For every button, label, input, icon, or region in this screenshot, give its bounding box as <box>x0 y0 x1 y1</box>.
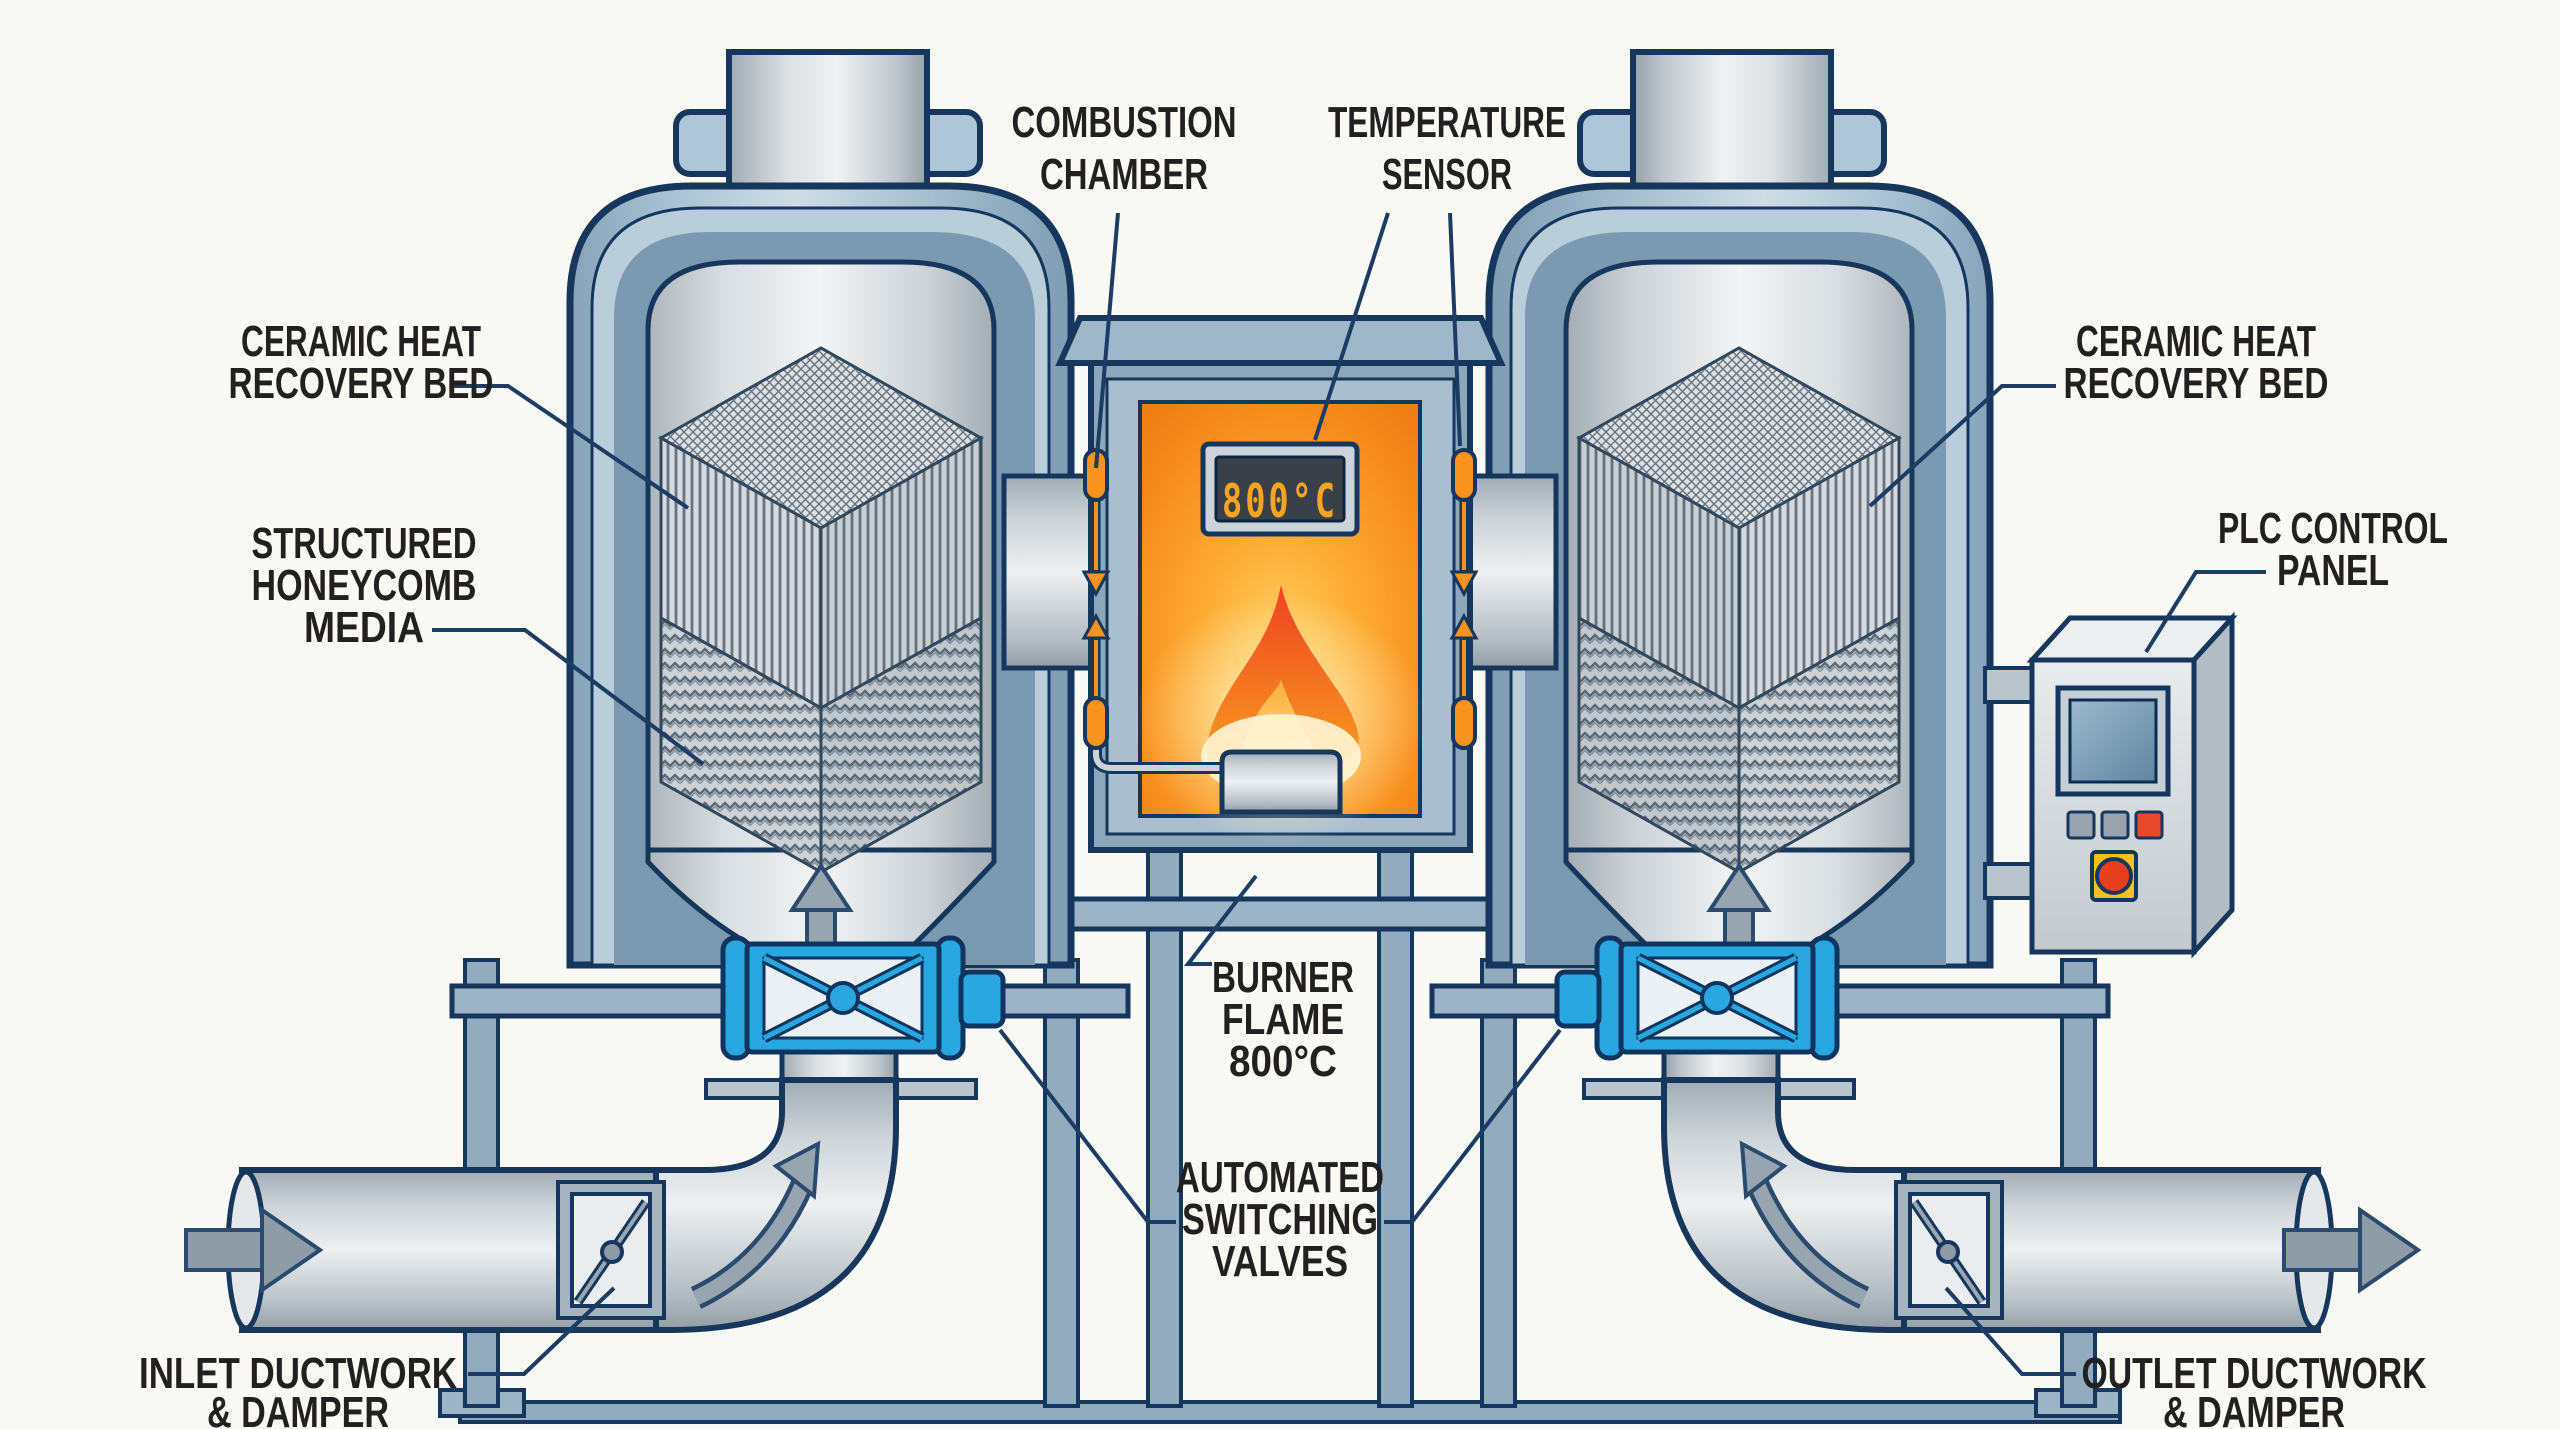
svg-text:OUTLET DUCTWORK: OUTLET DUCTWORK <box>2082 1349 2427 1398</box>
plc-control-panel <box>1983 611 2238 959</box>
svg-text:800°C: 800°C <box>1229 1037 1337 1086</box>
panel-side-face <box>2191 611 2235 959</box>
leader-outlet <box>1944 1286 2076 1376</box>
burner <box>1219 749 1343 815</box>
leader-inlet <box>468 1286 616 1376</box>
svg-text:FLAME: FLAME <box>1222 995 1344 1044</box>
fuel-pipe <box>1093 748 1230 771</box>
label-burner-flame: BURNER FLAME 800°C <box>1212 953 1354 1086</box>
temperature-display: 800°C <box>1200 441 1360 537</box>
panel-button-1[interactable] <box>2066 810 2096 840</box>
svg-text:CHAMBER: CHAMBER <box>1040 150 1208 199</box>
svg-text:TEMPERATURE: TEMPERATURE <box>1328 98 1566 147</box>
temperature-display-value: 800°C <box>1222 474 1338 528</box>
label-combustion-chamber: COMBUSTION CHAMBER <box>1012 98 1237 199</box>
svg-text:& DAMPER: & DAMPER <box>207 1388 389 1429</box>
chamber-lid <box>1055 315 1506 366</box>
svg-text:& DAMPER: & DAMPER <box>2163 1388 2345 1429</box>
leader-burner-flame <box>1183 874 1258 966</box>
estop-button[interactable] <box>2095 857 2133 895</box>
svg-text:COMBUSTION: COMBUSTION <box>1012 98 1237 147</box>
panel-button-3[interactable] <box>2134 810 2164 840</box>
panel-bracket-bottom <box>1983 862 2039 900</box>
leader-plc <box>2144 570 2266 654</box>
sensor-lower-right-icon <box>1449 612 1479 750</box>
leader-valves-right <box>1384 1028 1562 1224</box>
label-ceramic-bed-left: CERAMIC HEAT RECOVERY BED <box>229 317 494 408</box>
label-inlet-duct: INLET DUCTWORK & DAMPER <box>139 1349 457 1429</box>
center-beam <box>1068 896 1492 932</box>
label-ceramic-bed-right: CERAMIC HEAT RECOVERY BED <box>2064 317 2329 408</box>
leg <box>1146 848 1183 1408</box>
svg-text:VALVES: VALVES <box>1212 1237 1348 1286</box>
floor-beam <box>458 1400 2122 1424</box>
leg <box>1377 848 1414 1408</box>
svg-text:SWITCHING: SWITCHING <box>1182 1195 1378 1244</box>
label-switching-valves: AUTOMATED SWITCHING VALVES <box>1176 1153 1384 1286</box>
right-vessel <box>1489 52 1990 965</box>
leader-structured-media <box>432 628 705 766</box>
svg-text:MEDIA: MEDIA <box>304 603 424 652</box>
leader-combustion-chamber <box>1094 212 1120 469</box>
leg <box>1480 958 1517 1408</box>
leader-temp-sensor-a <box>1313 212 1390 441</box>
hmi-screen[interactable] <box>2068 698 2158 784</box>
svg-text:INLET DUCTWORK: INLET DUCTWORK <box>139 1349 457 1398</box>
svg-text:PANEL: PANEL <box>2277 546 2389 595</box>
panel-button-2[interactable] <box>2100 810 2130 840</box>
leader-valves-left <box>998 1028 1176 1224</box>
label-plc-panel: PLC CONTROL PANEL <box>2218 504 2448 595</box>
labels: COMBUSTION CHAMBER TEMPERATURE SENSOR CE… <box>139 98 2448 1429</box>
sensor-upper-right-icon <box>1449 448 1479 598</box>
sensor-lower-left-icon <box>1081 612 1111 750</box>
svg-text:PLC CONTROL: PLC CONTROL <box>2218 504 2448 553</box>
combustion-chamber: 800°C <box>1001 315 1559 853</box>
svg-text:BURNER: BURNER <box>1212 953 1354 1002</box>
svg-text:CERAMIC HEAT: CERAMIC HEAT <box>2076 317 2316 366</box>
sensor-upper-left-icon <box>1081 448 1111 598</box>
inlet-flow-arrow-icon <box>184 1206 324 1294</box>
svg-text:RECOVERY BED: RECOVERY BED <box>229 359 494 408</box>
label-structured-media: STRUCTURED HONEYCOMB MEDIA <box>252 519 477 652</box>
leader-ceramic-left <box>452 384 690 510</box>
leader-lines <box>432 212 2266 1376</box>
outlet-flow-arrow-icon <box>2282 1206 2422 1294</box>
label-outlet-duct: OUTLET DUCTWORK & DAMPER <box>2082 1349 2427 1429</box>
temperature-sensors <box>1081 448 1479 750</box>
svg-text:RECOVERY BED: RECOVERY BED <box>2064 359 2329 408</box>
svg-text:HONEYCOMB: HONEYCOMB <box>252 561 477 610</box>
leg <box>1043 958 1080 1408</box>
leader-ceramic-right <box>1868 384 2056 508</box>
svg-text:SENSOR: SENSOR <box>1382 150 1512 199</box>
panel-bracket-top <box>1983 666 2039 704</box>
left-vessel <box>570 52 1071 965</box>
svg-text:STRUCTURED: STRUCTURED <box>252 519 477 568</box>
label-temperature-sensor: TEMPERATURE SENSOR <box>1328 98 1566 199</box>
svg-text:CERAMIC HEAT: CERAMIC HEAT <box>241 317 481 366</box>
svg-text:AUTOMATED: AUTOMATED <box>1176 1153 1384 1202</box>
leader-temp-sensor-b <box>1448 212 1462 447</box>
